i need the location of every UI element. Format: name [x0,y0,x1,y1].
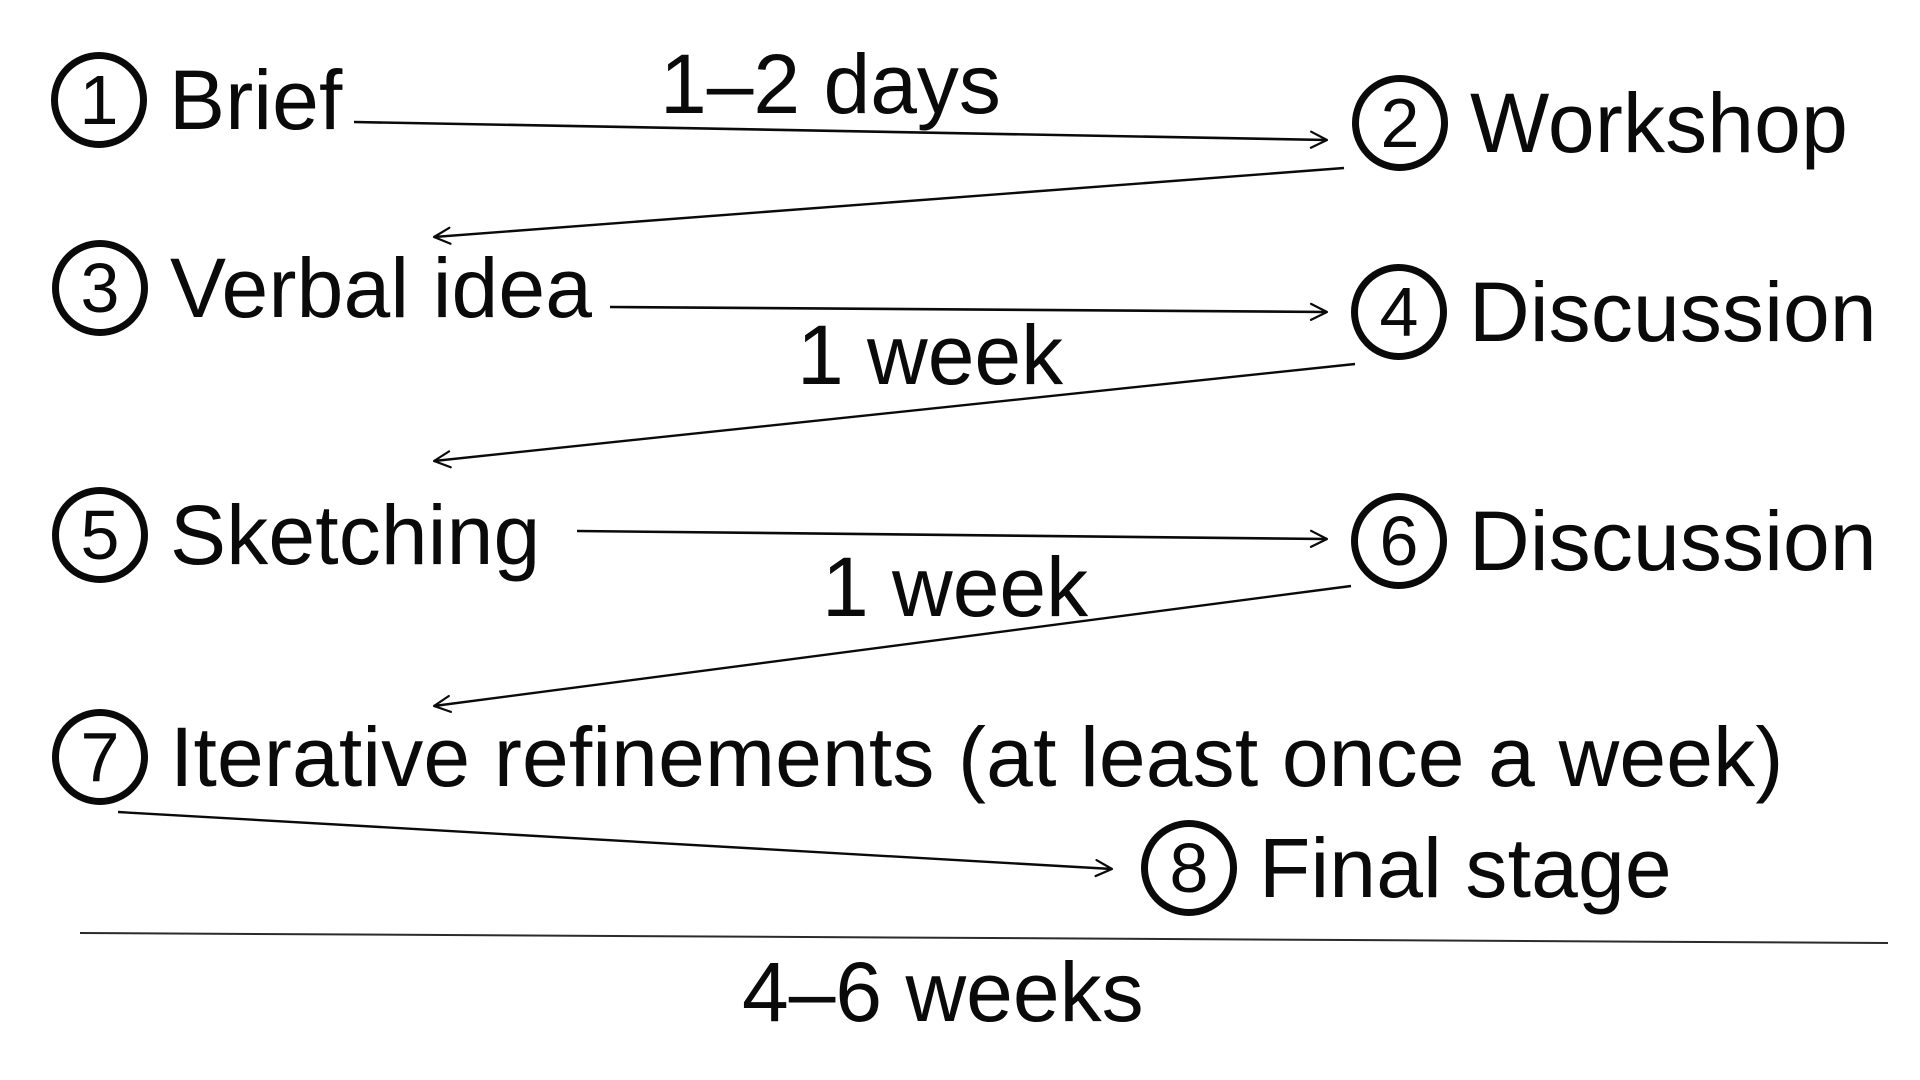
arrow-iterative-to-final-stage [117,810,1114,878]
step-label-workshop: Workshop [1470,76,1848,170]
step-label-sketching: Sketching [170,488,541,582]
total-timeline-rule [79,932,1889,944]
duration-label-sketching-discussion: 1 week [822,540,1089,634]
arrow-workshop-to-verbal-idea [432,166,1345,245]
arrow-discussion-to-sketching [432,362,1356,469]
step-number-circle-3: 3 [52,240,148,336]
step-number-circle-7: 7 [52,709,148,805]
step-label-final-stage: Final stage [1259,821,1672,915]
step-label-brief: Brief [169,53,343,147]
step-number-circle-8: 8 [1141,820,1237,916]
arrow-verbal-idea-to-discussion [609,302,1329,321]
duration-label-brief-workshop: 1–2 days [660,37,1001,131]
step-final-stage: 8 Final stage [1141,820,1672,916]
step-label-discussion-2: Discussion [1469,494,1877,588]
duration-label-total-timeline: 4–6 weeks [742,945,1144,1039]
step-label-iterative-refinements: Iterative refinements (at least once a w… [170,710,1784,804]
arrow-brief-to-workshop [353,120,1329,149]
step-sketching: 5 Sketching [52,487,540,583]
arrow-sketching-to-discussion [576,529,1329,548]
step-number-circle-4: 4 [1351,264,1447,360]
duration-label-verbal-discussion: 1 week [797,308,1064,402]
step-number-circle-2: 2 [1352,75,1448,171]
step-workshop: 2 Workshop [1352,75,1848,171]
step-iterative-refinements: 7 Iterative refinements (at least once a… [52,709,1783,805]
step-discussion-1: 4 Discussion [1351,264,1877,360]
step-brief: 1 Brief [51,52,343,148]
step-label-verbal-idea: Verbal idea [170,241,593,335]
step-verbal-idea: 3 Verbal idea [52,240,592,336]
step-label-discussion-1: Discussion [1469,265,1877,359]
step-number-circle-5: 5 [52,487,148,583]
step-number-circle-6: 6 [1351,493,1447,589]
arrow-discussion-to-iterative-refinements [432,584,1352,713]
step-number-circle-1: 1 [51,52,147,148]
step-discussion-2: 6 Discussion [1351,493,1877,589]
